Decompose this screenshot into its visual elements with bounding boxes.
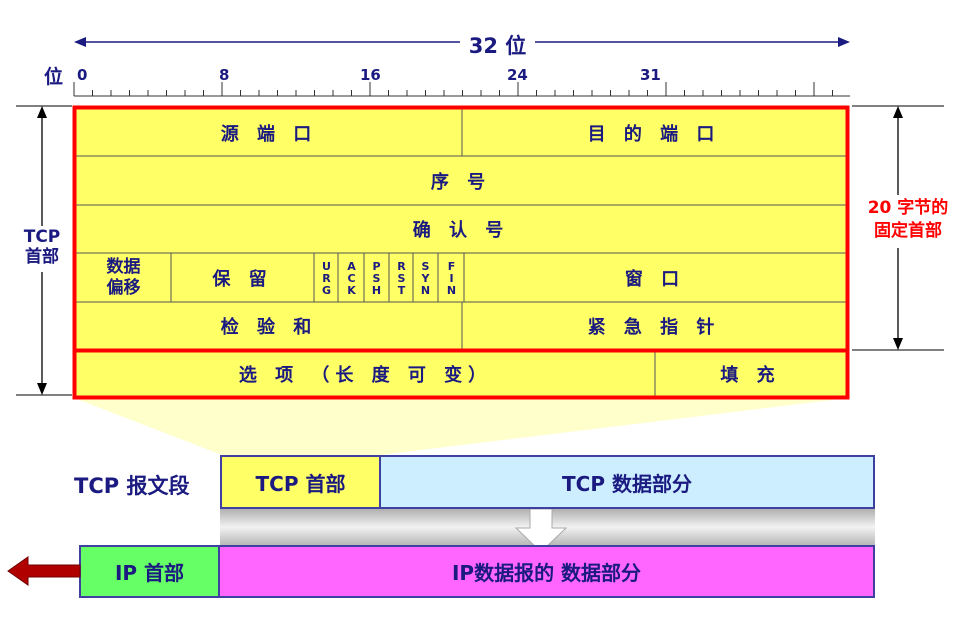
- fixed-header-side-label: 20 字节的 固定首部: [867, 198, 949, 241]
- tcp-header-side-label: TCP 首部: [23, 227, 61, 267]
- field-window: 窗 口: [624, 268, 686, 290]
- tick-label-0: 0: [77, 66, 88, 84]
- segment-tcp-data: TCP 数据部分: [379, 455, 875, 509]
- field-urgent-pointer: 紧 急 指 针: [587, 317, 721, 338]
- field-destination-port: 目 的 端 口: [587, 124, 721, 145]
- tick-label-16: 16: [360, 66, 381, 84]
- field-reserved: 保 留: [212, 268, 273, 290]
- ruler-width-label: 32 位: [468, 34, 527, 58]
- field-padding: 填 充: [720, 365, 781, 386]
- field-sequence-number: 序 号: [430, 171, 492, 193]
- ip-header-box: IP 首部: [79, 545, 220, 598]
- field-options: 选 项 （长 度 可 变）: [238, 365, 493, 386]
- left-arrow-icon: [7, 556, 81, 586]
- field-ack-number: 确 认 号: [412, 220, 510, 241]
- field-checksum: 检 验 和: [220, 317, 318, 338]
- tcp-segment-label: TCP 报文段: [74, 474, 190, 498]
- tick-label-24: 24: [507, 66, 528, 84]
- field-source-port: 源 端 口: [220, 124, 318, 145]
- ip-data-box: IP数据报的 数据部分: [218, 545, 875, 598]
- field-data-offset: 数据 偏移: [106, 256, 141, 298]
- segment-tcp-header: TCP 首部: [220, 455, 381, 509]
- ruler-bit-label: 位: [44, 66, 64, 88]
- tick-label-31: 31: [640, 66, 661, 84]
- tick-label-8: 8: [219, 66, 230, 84]
